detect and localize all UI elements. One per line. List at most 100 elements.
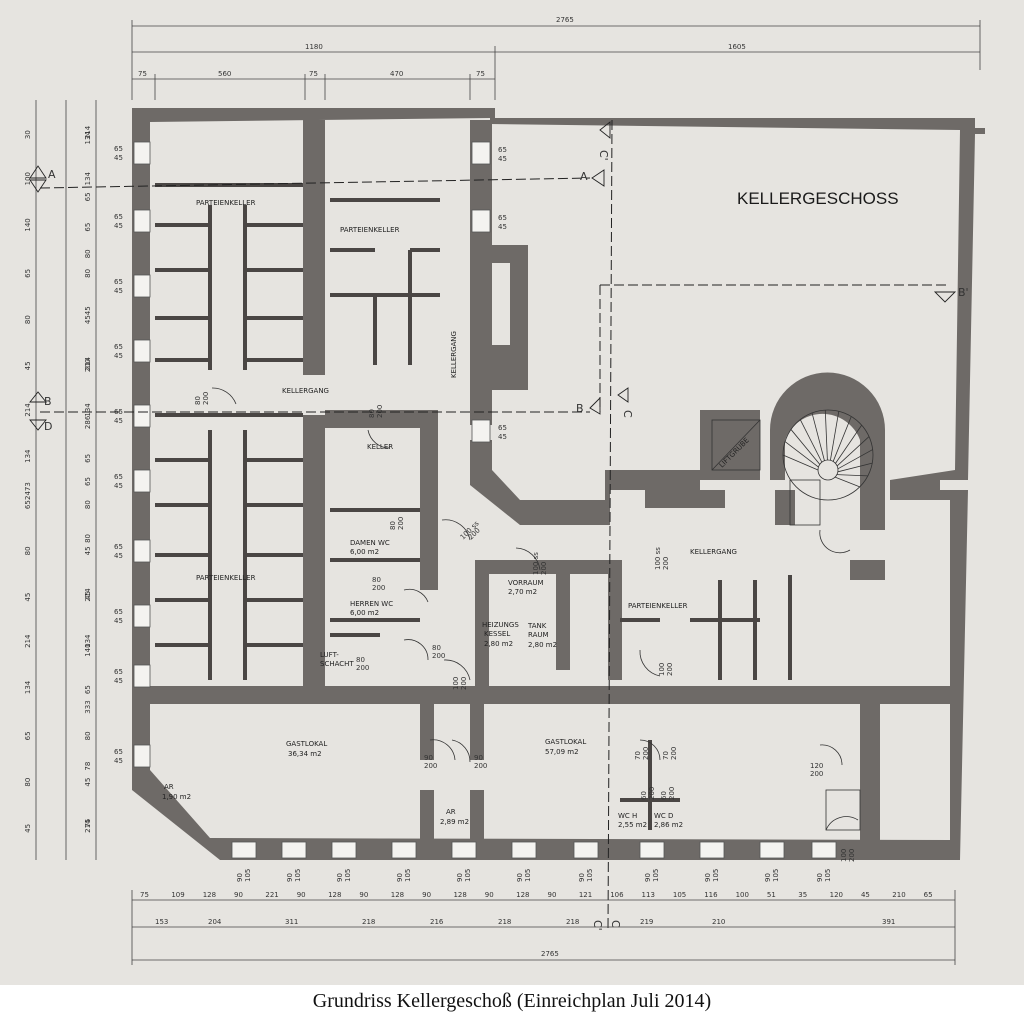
- bottom-dim-1: 90: [297, 891, 306, 899]
- bottom-dim-1: 51: [767, 891, 776, 899]
- stair-tread: [837, 462, 873, 473]
- room-parteienkeller-1: PARTEIENKELLER: [196, 199, 256, 207]
- window: [133, 209, 151, 233]
- bottom-dim-1: 128: [516, 891, 529, 899]
- room-vorraum-area: 2,70 m2: [508, 588, 537, 596]
- room-luftschacht-2: SCHACHT: [320, 660, 354, 668]
- window-bottom-width: 90: [516, 873, 524, 882]
- door-tag-height: 200: [662, 557, 670, 570]
- bottom-dim-1: 106: [610, 891, 624, 899]
- window: [811, 841, 837, 859]
- top-dimension-lines: [131, 20, 981, 100]
- dim-left-label: 45: [84, 315, 92, 324]
- door-tag-height: 200: [810, 770, 823, 778]
- bottom-dim-1: 45: [861, 891, 870, 899]
- window-bottom-height: 105: [652, 869, 660, 882]
- window-bottom-width: 90: [236, 873, 244, 882]
- window: [133, 339, 151, 363]
- bottom-dim-2: 153: [155, 918, 168, 926]
- window-tag-top: 65: [498, 146, 507, 154]
- window-tag-bottom: 45: [114, 757, 123, 765]
- stair-tread: [790, 429, 821, 465]
- bottom-dim-1: 75: [140, 891, 149, 899]
- dim-left-label: 45: [24, 824, 32, 833]
- stair-tread: [835, 424, 863, 464]
- bottom-dim-1: 120: [830, 891, 843, 899]
- door-tag-height: 200: [642, 747, 650, 760]
- door-tag-width: 80: [356, 656, 365, 664]
- room-luftschacht-1: LUFT-: [320, 651, 339, 659]
- door-tag-height: 200: [666, 663, 674, 676]
- stair-tread: [837, 449, 873, 470]
- bottom-dim-1: 113: [642, 891, 655, 899]
- room-kellergang-2: KELLERGANG: [450, 331, 458, 378]
- room-wc-d: WC D: [654, 812, 673, 820]
- room-parteienkeller-3: PARTEIENKELLER: [196, 574, 256, 582]
- dim-bottom-total: 2765: [541, 950, 559, 958]
- window: [759, 841, 785, 859]
- walls: [132, 108, 985, 860]
- door-tag-width: 80: [432, 644, 441, 652]
- dim-left-label: 140: [84, 643, 92, 656]
- dim-left-label: 214: [84, 125, 92, 139]
- door-tag-width: 70: [634, 751, 642, 760]
- section-label-a-right: A: [580, 170, 588, 183]
- window-tag-top: 65: [114, 278, 123, 286]
- window-bottom-width: 90: [764, 873, 772, 882]
- room-damen-wc: DAMEN WC: [350, 539, 390, 547]
- bottom-dim-1: 100: [736, 891, 749, 899]
- door-tag-height: 200: [668, 787, 676, 800]
- bottom-dim-2: 218: [362, 918, 375, 926]
- dim-left-label: 45: [24, 593, 32, 602]
- door-tag-height: 200: [372, 584, 385, 592]
- dim-top-sub-4: 470: [390, 70, 403, 78]
- window: [133, 274, 151, 298]
- room-ar-1: AR: [164, 783, 174, 791]
- dim-left-label: 80: [84, 249, 92, 258]
- door-tag-width: 80: [194, 396, 202, 405]
- door-tag-height: 200: [848, 849, 856, 862]
- dim-left-label: 30: [24, 130, 32, 139]
- window-bottom-width: 90: [456, 873, 464, 882]
- dim-left-label: 134: [84, 131, 92, 145]
- bottom-dim-1: 128: [453, 891, 466, 899]
- room-keller: KELLER: [367, 443, 393, 451]
- stair-tread: [811, 412, 825, 461]
- door-tag-width: 80: [389, 521, 397, 530]
- dim-left-label: 45: [84, 306, 92, 315]
- window-bottom-width: 90: [396, 873, 404, 882]
- window-tag-top: 65: [114, 748, 123, 756]
- window-bottom-width: 90: [578, 873, 586, 882]
- room-gastlokal-2-area: 57,09 m2: [545, 748, 579, 756]
- windows: [133, 141, 837, 859]
- cellar-partitions: [155, 183, 792, 830]
- window-tag-top: 65: [114, 608, 123, 616]
- window: [281, 841, 307, 859]
- dim-left-label: 200: [84, 359, 92, 372]
- window-tag-bottom: 45: [114, 552, 123, 560]
- window-bottom-width: 90: [704, 873, 712, 882]
- bottom-dim-2: 311: [285, 918, 298, 926]
- room-heizungs-area: 2,80 m2: [484, 640, 513, 648]
- dim-left-label: 134: [24, 680, 32, 694]
- window: [133, 664, 151, 688]
- section-label-c-mid: C: [621, 410, 634, 418]
- section-label-b-prime: B': [958, 286, 969, 299]
- dim-left-label: 80: [24, 546, 32, 555]
- stair-tread: [784, 441, 819, 468]
- floor-plan-drawing: 2765 1180 1605 75 560 75 470 75 2473 301…: [24, 16, 985, 965]
- room-wc-d-area: 2,86 m2: [654, 821, 683, 829]
- dim-top-sub-5: 75: [476, 70, 485, 78]
- dim-left-label: 65: [24, 500, 32, 509]
- bottom-dim-2: 391: [882, 918, 895, 926]
- bottom-dim-2: 219: [640, 918, 653, 926]
- section-label-b-left: B: [44, 395, 52, 408]
- window: [471, 419, 491, 443]
- bottom-dim-1: 128: [391, 891, 404, 899]
- section-label-d: D: [44, 420, 52, 433]
- room-parteienkeller-4: PARTEIENKELLER: [628, 602, 688, 610]
- bottom-dim-1: 128: [203, 891, 216, 899]
- section-label-c-bottom: C: [609, 920, 622, 928]
- window-tag-top: 65: [114, 145, 123, 153]
- room-kellergang-1: KELLERGANG: [282, 387, 329, 395]
